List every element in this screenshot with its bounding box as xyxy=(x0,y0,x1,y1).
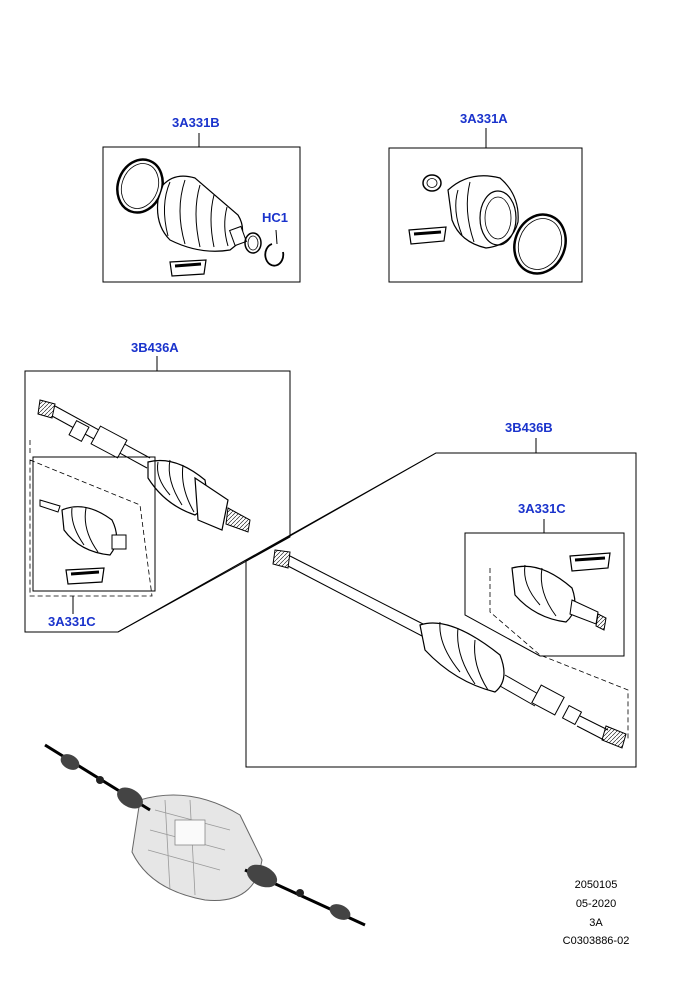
cv-joint-kit-left xyxy=(39,499,127,585)
vehicle-locator-icon xyxy=(44,743,366,927)
cv-boot-icon xyxy=(447,175,519,249)
grease-packet-icon xyxy=(408,226,447,245)
circlip-icon xyxy=(264,243,285,267)
shaft-box-3b436b xyxy=(117,438,637,768)
footer-group: 3A xyxy=(589,917,603,929)
callout-hc1[interactable]: HC1 xyxy=(262,210,289,225)
callout-3b436a[interactable]: 3B436A xyxy=(131,340,179,355)
callout-3a331c-left[interactable]: 3A331C xyxy=(48,614,96,629)
kit-box-3a331b xyxy=(102,133,301,283)
cv-joint-kit-right xyxy=(511,552,611,631)
callout-3b436b[interactable]: 3B436B xyxy=(505,420,553,435)
callout-3a331b[interactable]: 3A331B xyxy=(172,115,220,130)
footer-date: 05-2020 xyxy=(575,898,617,910)
shaft-box-3b436a xyxy=(24,356,291,633)
grease-packet-icon xyxy=(65,567,105,585)
footer-illustration-id: C0303886-02 xyxy=(562,935,630,947)
footer-code-1: 2050105 xyxy=(574,879,618,891)
drive-shaft-icon xyxy=(272,549,627,749)
grease-packet-icon xyxy=(569,552,611,572)
cv-boot-icon xyxy=(156,175,248,252)
callout-3a331c-right[interactable]: 3A331C xyxy=(518,501,566,516)
clamp-ring-icon xyxy=(513,213,567,275)
callout-3a331a[interactable]: 3A331A xyxy=(460,111,508,126)
grease-packet-icon xyxy=(169,259,207,277)
kit-box-3a331a xyxy=(388,128,583,283)
drive-shaft-icon xyxy=(37,399,251,533)
